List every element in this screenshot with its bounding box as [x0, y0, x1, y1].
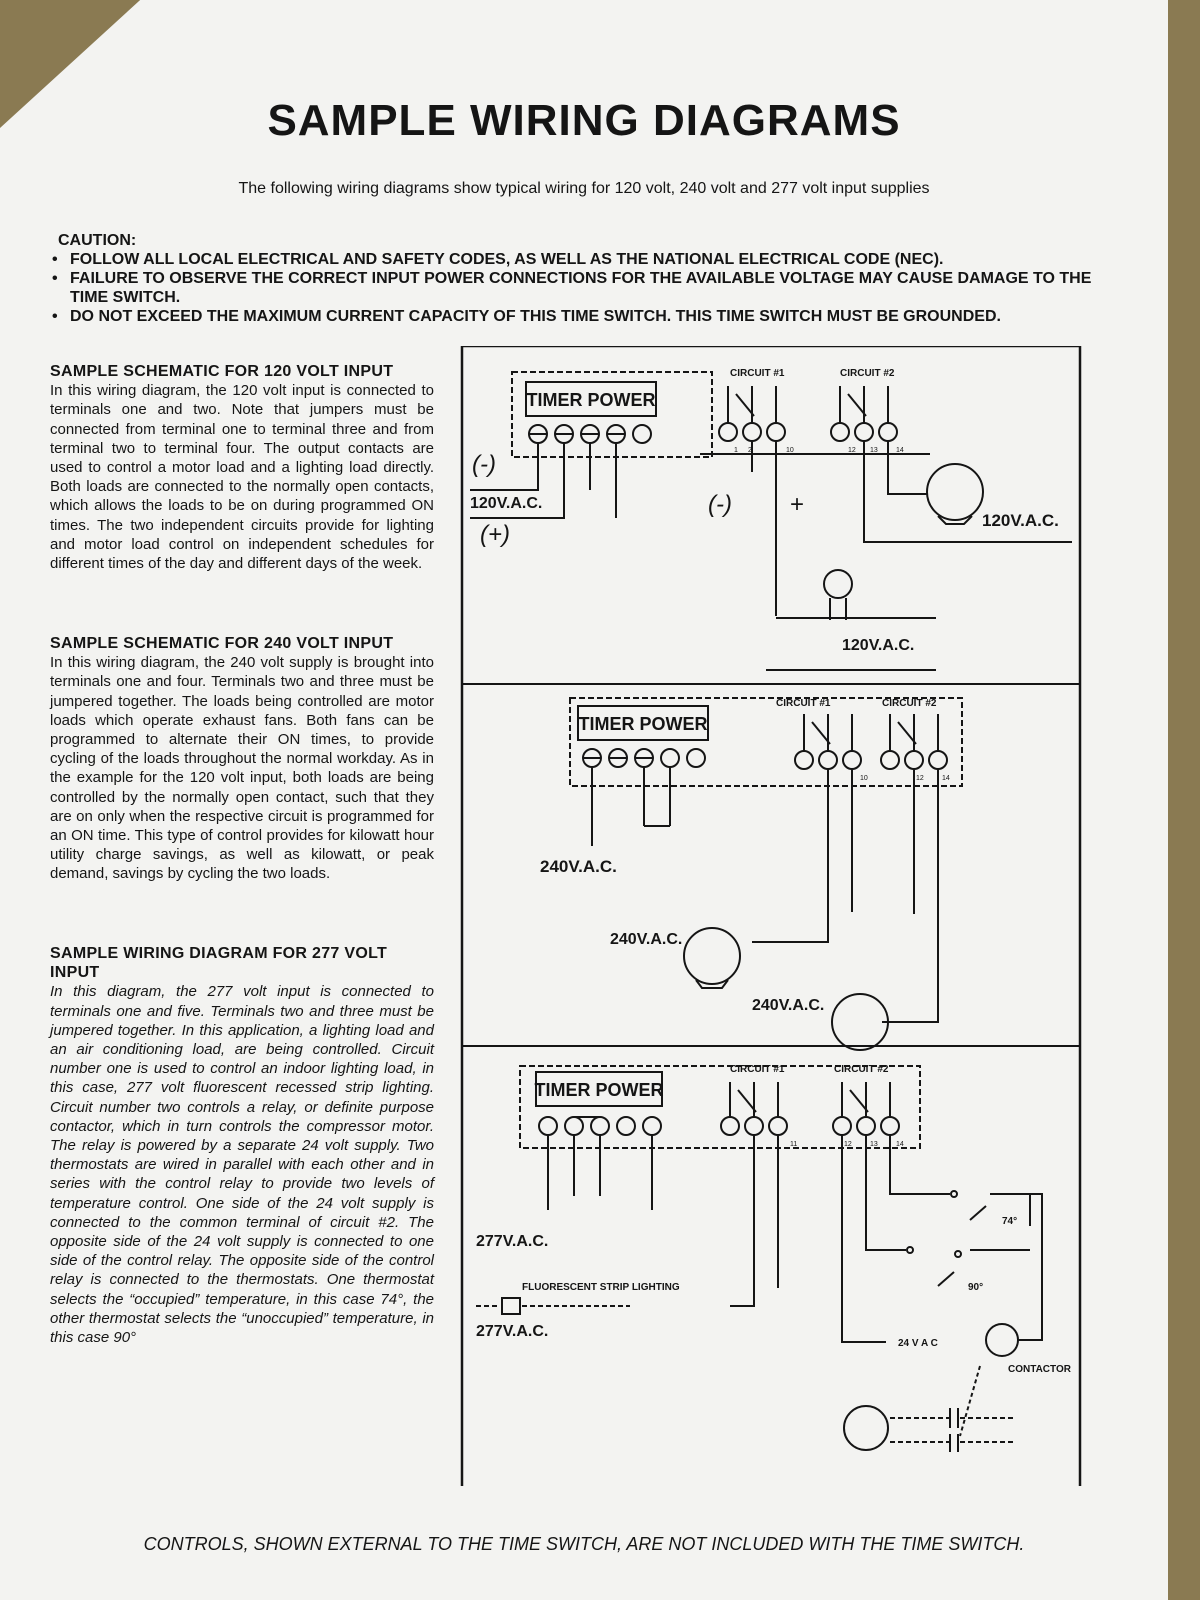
- fluorescent-label: FLUORESCENT STRIP LIGHTING: [522, 1282, 680, 1293]
- diagram-240v: TIMER POWER CIRCUIT #1 CIRCUIT #2 10 12 …: [540, 697, 963, 1051]
- bullet-icon: •: [52, 308, 58, 325]
- lamp-voltage: 120V.A.C.: [842, 637, 914, 654]
- svg-text:14: 14: [896, 447, 904, 454]
- input-voltage: 240V.A.C.: [540, 857, 617, 876]
- fan1-voltage: 240V.A.C.: [610, 931, 682, 948]
- light-supply-voltage: 277V.A.C.: [476, 1323, 548, 1340]
- handwritten-note: +: [790, 491, 804, 518]
- thermostat2-label: 90°: [968, 1282, 983, 1293]
- handwritten-note: (-): [708, 491, 732, 518]
- caution-item: •FAILURE TO OBSERVE THE CORRECT INPUT PO…: [52, 270, 1092, 306]
- diagram-277v: TIMER POWER CIRCUIT #1 CIRCUIT #2 11 12 …: [476, 1064, 1072, 1452]
- circuit2-label: CIRCUIT #2: [834, 1064, 889, 1075]
- bullet-icon: •: [52, 270, 58, 287]
- power-terminals: [528, 424, 652, 444]
- section-240v: SAMPLE SCHEMATIC FOR 240 VOLT INPUT In t…: [50, 634, 434, 884]
- svg-text:12: 12: [844, 1141, 852, 1148]
- timer-power-label: TIMER POWER: [579, 714, 708, 734]
- timer-power-label: TIMER POWER: [527, 390, 656, 410]
- input-voltage: 277V.A.C.: [476, 1233, 548, 1250]
- svg-text:13: 13: [870, 447, 878, 454]
- circuit1-terminals: [720, 1082, 788, 1136]
- section-body: In this diagram, the 277 volt input is c…: [50, 983, 434, 1347]
- input-voltage: 120V.A.C.: [470, 495, 542, 512]
- timer-power-box: [577, 705, 709, 741]
- contactor-coil-icon: [985, 1323, 1019, 1357]
- fan-motor-icon: [683, 927, 741, 985]
- diagram-120v: TIMER POWER CIRCUIT #1 CIRCUIT #2 1 2 10…: [470, 368, 1072, 671]
- circuit1-terminals: [794, 714, 862, 770]
- circuit1-label: CIRCUIT #1: [730, 1064, 785, 1075]
- caution-item: •DO NOT EXCEED THE MAXIMUM CURRENT CAPAC…: [52, 308, 1001, 325]
- motor-icon: [926, 463, 984, 521]
- section-277v: SAMPLE WIRING DIAGRAM FOR 277 VOLT INPUT…: [50, 944, 434, 1347]
- supply24-label: 24 V A C: [898, 1338, 938, 1349]
- page-subtitle: The following wiring diagrams show typic…: [238, 180, 930, 197]
- section-heading: SAMPLE WIRING DIAGRAM FOR 277 VOLT INPUT: [50, 945, 388, 982]
- handwritten-note: (-): [472, 451, 496, 478]
- contactor-label: CONTACTOR: [1008, 1364, 1072, 1375]
- svg-text:14: 14: [896, 1141, 904, 1148]
- lamp-icon: [823, 569, 853, 599]
- fan-motor-icon: [831, 993, 889, 1051]
- caution-heading: CAUTION:: [58, 232, 137, 249]
- svg-text:11: 11: [790, 1141, 797, 1148]
- diagram-border: [460, 346, 1082, 1486]
- compressor-motor-icon: [843, 1405, 889, 1451]
- timer-power-box: [535, 1071, 663, 1107]
- caution-item: •FOLLOW ALL LOCAL ELECTRICAL AND SAFETY …: [52, 251, 944, 268]
- circuit1-terminals: [718, 386, 786, 442]
- section-heading: SAMPLE SCHEMATIC FOR 120 VOLT INPUT: [50, 363, 394, 380]
- svg-text:14: 14: [942, 775, 950, 782]
- bullet-icon: •: [52, 251, 58, 268]
- section-body: In this wiring diagram, the 240 volt sup…: [50, 654, 434, 883]
- footer-note: CONTROLS, SHOWN EXTERNAL TO THE TIME SWI…: [143, 1534, 1025, 1554]
- svg-text:12: 12: [916, 775, 924, 782]
- power-terminals: [538, 1116, 662, 1136]
- circuit2-terminals: [830, 386, 898, 442]
- motor-voltage: 120V.A.C.: [982, 511, 1059, 530]
- circuit2-label: CIRCUIT #2: [882, 698, 937, 709]
- fan2-voltage: 240V.A.C.: [752, 997, 824, 1014]
- page-title: SAMPLE WIRING DIAGRAMS: [267, 96, 901, 145]
- section-body: In this wiring diagram, the 120 volt inp…: [50, 382, 434, 573]
- power-terminals: [582, 748, 706, 768]
- circuit1-label: CIRCUIT #1: [730, 368, 785, 379]
- svg-text:10: 10: [860, 775, 868, 782]
- svg-text:12: 12: [848, 447, 856, 454]
- circuit2-terminals: [832, 1082, 900, 1136]
- handwritten-note: (+): [480, 521, 510, 548]
- svg-text:10: 10: [786, 447, 794, 454]
- thermostat1-label: 74°: [1002, 1216, 1017, 1227]
- svg-text:2: 2: [748, 447, 752, 454]
- section-heading: SAMPLE SCHEMATIC FOR 240 VOLT INPUT: [50, 635, 394, 652]
- circuit1-label: CIRCUIT #1: [776, 698, 831, 709]
- wiring-diagrams: TIMER POWER CIRCUIT #1 CIRCUIT #2 1 2 10…: [460, 346, 1082, 1486]
- timer-power-box: [525, 381, 657, 417]
- section-120v: SAMPLE SCHEMATIC FOR 120 VOLT INPUT In t…: [50, 362, 434, 573]
- manual-page: SAMPLE WIRING DIAGRAMS The following wir…: [0, 0, 1168, 1600]
- timer-power-label: TIMER POWER: [535, 1080, 664, 1100]
- svg-text:13: 13: [870, 1141, 878, 1148]
- svg-text:1: 1: [734, 447, 738, 454]
- circuit2-terminals: [880, 714, 948, 770]
- ballast-icon: [501, 1297, 521, 1315]
- circuit2-label: CIRCUIT #2: [840, 368, 895, 379]
- caution-list: •FOLLOW ALL LOCAL ELECTRICAL AND SAFETY …: [52, 250, 1092, 326]
